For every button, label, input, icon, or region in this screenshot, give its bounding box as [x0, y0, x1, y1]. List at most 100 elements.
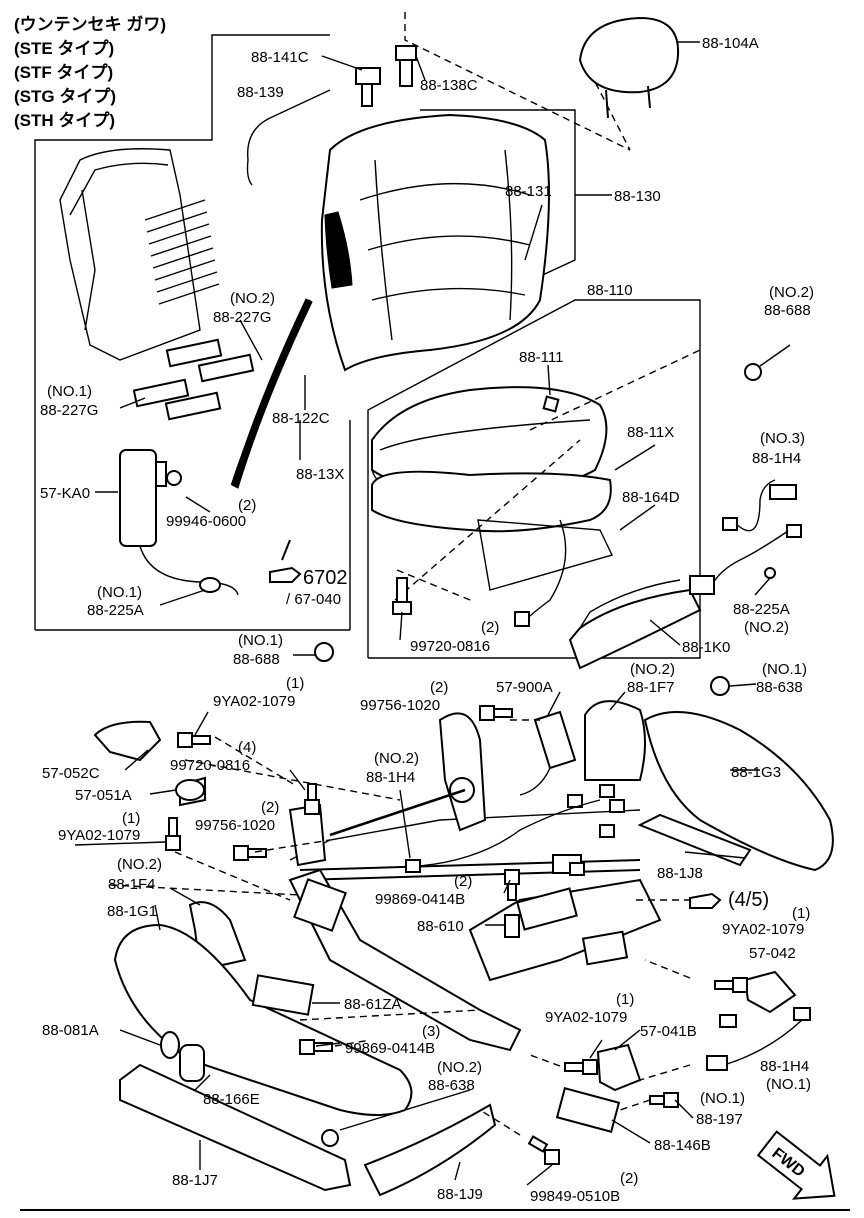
bolt-99869-0414B-b — [299, 1039, 315, 1055]
label-57-KA0: 57-KA0 — [40, 485, 90, 502]
clip-88-688-no2 — [744, 363, 762, 381]
seat-back-trim-outline — [320, 113, 550, 372]
label-88-104A: 88-104A — [702, 35, 759, 52]
frame-outline — [59, 148, 201, 361]
label-88-61ZA: 88-61ZA — [344, 996, 402, 1013]
label-no2-e: (NO.2) — [374, 750, 419, 767]
leader-lines — [74, 55, 771, 1186]
motor-3 — [293, 878, 347, 932]
clip-88-638-no2 — [321, 1129, 339, 1147]
label-no2-b: (NO.2) — [769, 284, 814, 301]
label-57-052C: 57-052C — [42, 765, 100, 782]
clip-88-688-no1 — [314, 642, 334, 662]
label-88-138C: 88-138C — [420, 77, 478, 94]
label-no2-d: (NO.2) — [630, 661, 675, 678]
cushion-frame — [367, 299, 701, 659]
label-88-11X: 88-11X — [627, 424, 674, 441]
trim-88-1J7 — [119, 1063, 352, 1192]
sensor-88-610 — [504, 914, 520, 938]
right-shields — [555, 700, 834, 1133]
label-99946-0600: 99946-0600 — [166, 513, 246, 530]
label-9YA02-1079-d: 9YA02-1079 — [545, 1009, 627, 1026]
label-2-d: (2) — [261, 799, 279, 816]
label-no2-a: (NO.2) — [230, 290, 275, 307]
label-88-1H4-c: 88-1H4 — [760, 1058, 809, 1075]
label-88-610: 88-610 — [417, 918, 464, 935]
headrest-guide — [404, 12, 631, 151]
switch-88-146B — [555, 1087, 621, 1133]
label-1-a: (1) — [286, 675, 304, 692]
guide-88-141C — [355, 67, 381, 85]
label-88-166E: 88-166E — [203, 1091, 260, 1108]
label-9YA02-1079-b: 9YA02-1079 — [58, 827, 140, 844]
label-88-1J7: 88-1J7 — [172, 1172, 218, 1189]
connector-88-1H4-no3 — [769, 484, 797, 500]
motor-2 — [581, 930, 629, 966]
label-88-1F4: 88-1F4 — [108, 876, 156, 893]
label-67-040: / 67-040 — [286, 591, 341, 608]
clip-88-225A-no2 — [764, 567, 776, 579]
label-57-041B: 57-041B — [640, 1023, 697, 1040]
fwd-arrow-icon: FWD — [756, 1130, 836, 1200]
label-2-a: (2) — [238, 497, 256, 514]
guide-lines — [109, 719, 691, 1136]
bolt-9YA02-1079-c — [732, 977, 748, 993]
group-frames — [34, 12, 701, 659]
header-line-3: (STF タイプ) — [14, 62, 113, 82]
label-88-688-b: 88-688 — [233, 651, 280, 668]
label-57-042: 57-042 — [749, 945, 796, 962]
knob-88-081A — [160, 1031, 180, 1059]
seat-adjuster — [288, 710, 662, 1052]
headrest-post-r — [647, 85, 651, 109]
label-1-b: (1) — [122, 810, 140, 827]
label-no3: (NO.3) — [760, 430, 805, 447]
label-88-141C: 88-141C — [251, 49, 309, 66]
label-9YA02-1079-c: 9YA02-1079 — [722, 921, 804, 938]
side-airbag-module — [95, 449, 239, 596]
label-57-051A: 57-051A — [75, 787, 132, 804]
motor-1 — [516, 887, 578, 931]
label-no2-f: (NO.2) — [117, 856, 162, 873]
label-no1-b: (NO.1) — [97, 584, 142, 601]
label-99849-0510B: 99849-0510B — [530, 1188, 620, 1205]
label-1-d: (1) — [616, 991, 634, 1008]
label-88-227G-a: 88-227G — [213, 309, 271, 326]
cushion-harness — [519, 519, 567, 626]
front-cover-88-1K0 — [568, 579, 702, 670]
bolt-99849-0510B — [544, 1149, 560, 1165]
cover-57-042 — [743, 970, 797, 1014]
label-88-638-b: 88-638 — [428, 1077, 475, 1094]
header-block: (ウンテンセキ ガワ) (STE タイプ) (STF タイプ) (STG タイプ… — [14, 15, 166, 130]
label-no1-d: (NO.1) — [762, 661, 807, 678]
pointing-hand-icon — [269, 566, 302, 583]
label-88-130: 88-130 — [614, 188, 661, 205]
trim-88-1J8 — [637, 813, 752, 867]
headrest-post-l — [605, 89, 609, 119]
label-88-131: 88-131 — [505, 183, 552, 200]
recliner-rod — [329, 788, 466, 837]
label-99720-0816-a: 99720-0816 — [410, 638, 490, 655]
nut-99946-0600 — [166, 470, 182, 486]
label-88-139: 88-139 — [237, 84, 284, 101]
seat-back-trim — [246, 45, 550, 372]
label-88-1G3: 88-1G3 — [731, 764, 781, 781]
bolt-9YA02-1079-b — [165, 835, 181, 851]
buckle-57-900A — [533, 710, 577, 770]
bolt-99720-0816-a — [396, 577, 408, 605]
bolt-99869-0414B-a — [504, 869, 520, 885]
cushion-pan — [477, 519, 613, 591]
bolt-9YA02-1079-d — [582, 1059, 598, 1075]
frame-springs — [144, 199, 220, 305]
switch-88-61ZA — [251, 974, 315, 1016]
pad-no1-a — [132, 378, 190, 408]
bolt-99756-1020-a — [479, 705, 495, 721]
right-harness — [314, 344, 802, 696]
label-9YA02-1079-a: 9YA02-1079 — [213, 693, 295, 710]
wire-88-139 — [246, 117, 271, 186]
label-2-b: (2) — [481, 619, 499, 636]
label-99869-0414B-a: 99869-0414B — [375, 891, 465, 908]
label-88-1K0: 88-1K0 — [682, 639, 730, 656]
cushion-pad — [371, 470, 612, 533]
airbag-57-KA0 — [119, 449, 157, 547]
